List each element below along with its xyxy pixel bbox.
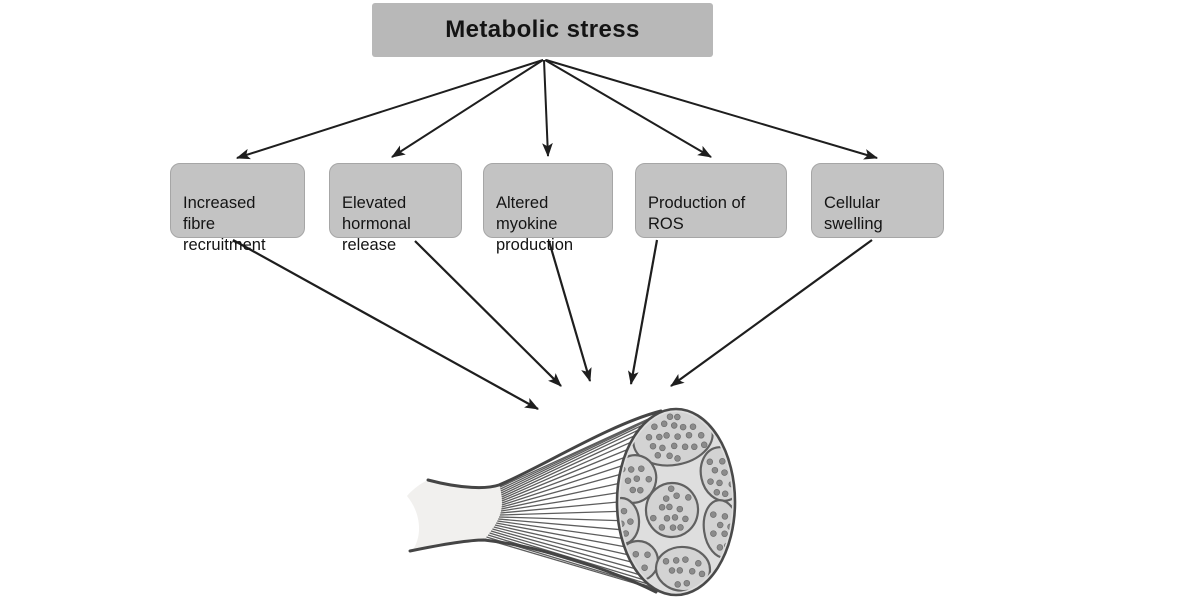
muscle-tendon (407, 479, 506, 551)
factor-node-cellular-swelling: Cellular swelling (811, 163, 944, 238)
arrow-factor-4-to-muscle (627, 239, 659, 386)
arrow-title-to-factor-3 (542, 59, 553, 158)
factor-node-altered-myokine-production: Altered myokine production (483, 163, 613, 254)
factor-node-elevated-hormonal-release: Elevated hormonal release (329, 163, 462, 254)
muscle-bottom-edge (408, 538, 658, 594)
arrow-factor-1-to-muscle (232, 239, 539, 410)
muscle-fibers (484, 412, 663, 592)
arrow-factor-3-to-muscle (547, 240, 592, 383)
factor-label: Production of ROS (648, 194, 746, 233)
title-label: Metabolic stress (445, 16, 640, 43)
arrow-title-to-factor-5 (545, 59, 879, 160)
factor-node-increased-fibre-recruitment: Increased fibre recruitment (170, 163, 305, 254)
factor-label: Increased fibre recruitment (183, 194, 266, 254)
arrows-title-to-factors (235, 59, 879, 160)
arrow-factor-2-to-muscle (414, 240, 562, 387)
arrow-title-to-factor-1 (235, 59, 544, 160)
arrows-factors-to-muscle (232, 239, 873, 410)
title-node: Metabolic stress (372, 3, 713, 57)
arrow-title-to-factor-4 (544, 59, 712, 158)
arrow-title-to-factor-2 (391, 59, 544, 158)
muscle-top-edge (426, 409, 663, 490)
factor-label: Altered myokine production (496, 194, 574, 254)
factor-label: Elevated hormonal release (342, 194, 411, 254)
muscle-illustration (407, 407, 737, 597)
factor-node-production-of-ros: Production of ROS (635, 163, 787, 238)
muscle-fascicles (620, 412, 732, 592)
factor-label: Cellular swelling (824, 194, 883, 233)
arrow-factor-5-to-muscle (670, 239, 873, 387)
